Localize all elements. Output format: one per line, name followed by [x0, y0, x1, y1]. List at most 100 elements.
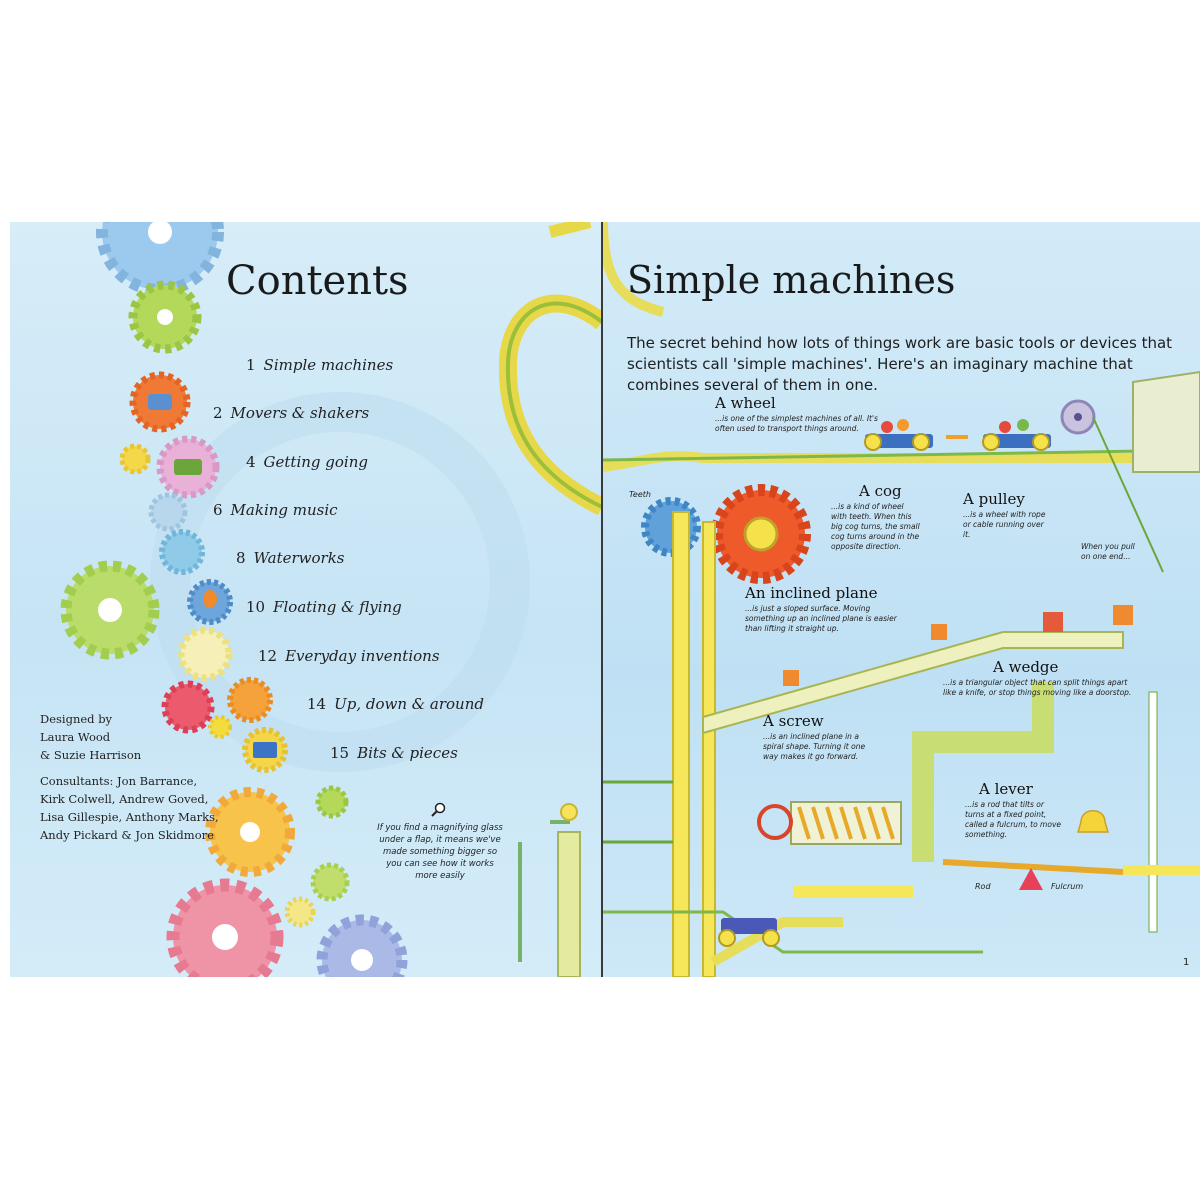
- toc-item-getting-going[interactable]: 4 Getting going: [246, 453, 368, 471]
- inclined-plane-text: ...is just a sloped surface. Moving some…: [745, 604, 897, 633]
- magnify-note: If you find a magnifying glass under a f…: [377, 823, 503, 881]
- cream-gear-icon: [177, 626, 233, 682]
- light-blue-gear-icon: [148, 492, 188, 532]
- pale-yellow-gear-icon: [284, 896, 316, 928]
- toc-item-simple-machines[interactable]: 1 Simple machines: [246, 356, 393, 374]
- toc-item-up-down-around[interactable]: 14 Up, down & around: [307, 695, 484, 713]
- toc-label: Up, down & around: [334, 695, 484, 713]
- gear-chain-illustration: [60, 222, 602, 977]
- intro-text: The secret behind how lots of things wor…: [627, 334, 1173, 394]
- small-yellow-gear-icon: [119, 443, 151, 475]
- toc-label: Simple machines: [263, 356, 394, 374]
- credits: Designed by Laura Wood & Suzie Harrison …: [40, 710, 219, 852]
- toc-label: Waterworks: [253, 549, 345, 567]
- cog-title: A cog: [859, 482, 902, 500]
- toc-label: Making music: [230, 501, 338, 519]
- screw-label: A screw ...is an inclined plane in a spi…: [763, 712, 875, 762]
- consultants-line-3: Lisa Gillespie, Anthony Marks,: [40, 810, 219, 824]
- simple-machines-page: Simple machines The secret behind how lo…: [603, 222, 1200, 977]
- consultants-line-2: Kirk Colwell, Andrew Goved,: [40, 792, 209, 806]
- toc-page-number: 15: [330, 744, 350, 762]
- lever-text: ...is a rod that tilts or turns at a fix…: [965, 800, 1061, 839]
- contents-title: Contents: [226, 258, 409, 304]
- pull-note: When you pull on one end...: [1081, 540, 1136, 562]
- big-cog-icon: [711, 484, 811, 584]
- fulcrum-label: Fulcrum: [1051, 882, 1084, 891]
- toc-page-number: 12: [258, 647, 278, 665]
- simple-machines-title: Simple machines: [627, 258, 956, 302]
- toc-page-number: 1: [246, 356, 256, 374]
- rod-label: Rod: [975, 882, 991, 891]
- designer-names-2: & Suzie Harrison: [40, 748, 142, 762]
- wheel-title: A wheel: [715, 394, 776, 412]
- pulley-title: A pulley: [963, 490, 1025, 508]
- screw-title: A screw: [763, 712, 824, 730]
- toc-page-number: 8: [236, 549, 246, 567]
- bottom-cart-icon: [718, 918, 780, 947]
- small-green-gear-icon: [315, 785, 349, 819]
- inclined-plane-title: An inclined plane: [745, 584, 878, 602]
- contents-page: Contents 1 Simple machines 2 Movers & shak…: [10, 222, 602, 977]
- orange-gear-icon: [129, 371, 191, 433]
- wedge-title: A wedge: [993, 658, 1059, 676]
- toc-item-bits-pieces[interactable]: 15 Bits & pieces: [330, 744, 458, 762]
- pink-gear-icon: [156, 435, 220, 499]
- green-gear-lower-icon: [310, 862, 350, 902]
- toc-page-number: 10: [246, 598, 266, 616]
- pulley-label: A pulley ...is a wheel with rope or cabl…: [963, 490, 1053, 540]
- blue-gear-icon: [96, 222, 224, 296]
- consultants-line-1: Consultants: Jon Barrance,: [40, 774, 198, 788]
- toc-item-waterworks[interactable]: 8 Waterworks: [236, 549, 345, 567]
- bottom-pink-gear-icon: [166, 878, 284, 977]
- screw-icon: [757, 801, 902, 845]
- toc-label: Getting going: [263, 453, 368, 471]
- wedge-text: ...is a triangular object that can split…: [943, 678, 1132, 697]
- wheel-label: A wheel ...is one of the simplest machin…: [715, 394, 890, 434]
- toc-label: Bits & pieces: [357, 744, 458, 762]
- orange-arrows-gear-icon: [227, 677, 273, 723]
- toc-page-number: 6: [213, 501, 223, 519]
- toc-page-number: 2: [213, 404, 223, 422]
- tiny-yellow-gear-icon: [208, 715, 232, 739]
- wedge-label: A wedge ...is a triangular object that c…: [943, 658, 1133, 698]
- page-gutter: [601, 222, 603, 977]
- big-yellow-gear-icon: [205, 787, 295, 877]
- toc-label: Movers & shakers: [230, 404, 370, 422]
- toc-item-floating-flying[interactable]: 10 Floating & flying: [246, 598, 402, 616]
- toc-label: Floating & flying: [273, 598, 402, 616]
- cart-icon: [982, 419, 1051, 451]
- red-gear-icon: [161, 680, 215, 734]
- toc-label: Everyday inventions: [285, 647, 440, 665]
- green-gear-icon: [128, 280, 202, 354]
- inclined-plane-label: An inclined plane ...is just a sloped su…: [745, 584, 905, 634]
- cog-label: A cog ...is a kind of wheel with teeth. …: [831, 482, 921, 552]
- simple-machine-illustration: [603, 222, 1200, 977]
- toc-item-movers-shakers[interactable]: 2 Movers & shakers: [213, 404, 369, 422]
- teal-gear-icon: [159, 529, 205, 575]
- large-green-gear-icon: [60, 560, 160, 660]
- wheel-text: ...is one of the simplest machines of al…: [715, 414, 878, 433]
- pulley-text: ...is a wheel with rope or cable running…: [963, 510, 1046, 539]
- teeth-label: Teeth: [629, 490, 651, 499]
- lever-icon: [942, 859, 1124, 890]
- balloon-gear-icon: [187, 579, 233, 625]
- lever-title: A lever: [979, 780, 1033, 798]
- cog-text: ...is a kind of wheel with teeth. When t…: [831, 502, 920, 551]
- page-number: 1: [1183, 957, 1190, 968]
- designer-names: Laura Wood: [40, 730, 111, 744]
- screw-text: ...is an inclined plane in a spiral shap…: [763, 732, 866, 761]
- toc-item-everyday-inventions[interactable]: 12 Everyday inventions: [258, 647, 440, 665]
- pulley-wheel-icon: [1060, 399, 1096, 435]
- book-spread: Contents 1 Simple machines 2 Movers & shak…: [10, 222, 1200, 977]
- consultants-line-4: Andy Pickard & Jon Skidmore: [40, 828, 214, 842]
- bottom-blue-gear-icon: [316, 914, 408, 977]
- toc-item-making-music[interactable]: 6 Making music: [213, 501, 338, 519]
- magnifying-glass-icon: [431, 802, 446, 817]
- pull-note-text: When you pull on one end...: [1081, 542, 1135, 561]
- designed-by-label: Designed by: [40, 712, 113, 726]
- gear-badge-icon: [242, 727, 288, 773]
- lever-label: A lever ...is a rod that tilts or turns …: [965, 780, 1065, 840]
- toc-page-number: 4: [246, 453, 256, 471]
- toc-page-number: 14: [307, 695, 327, 713]
- cart-icon: [864, 419, 933, 451]
